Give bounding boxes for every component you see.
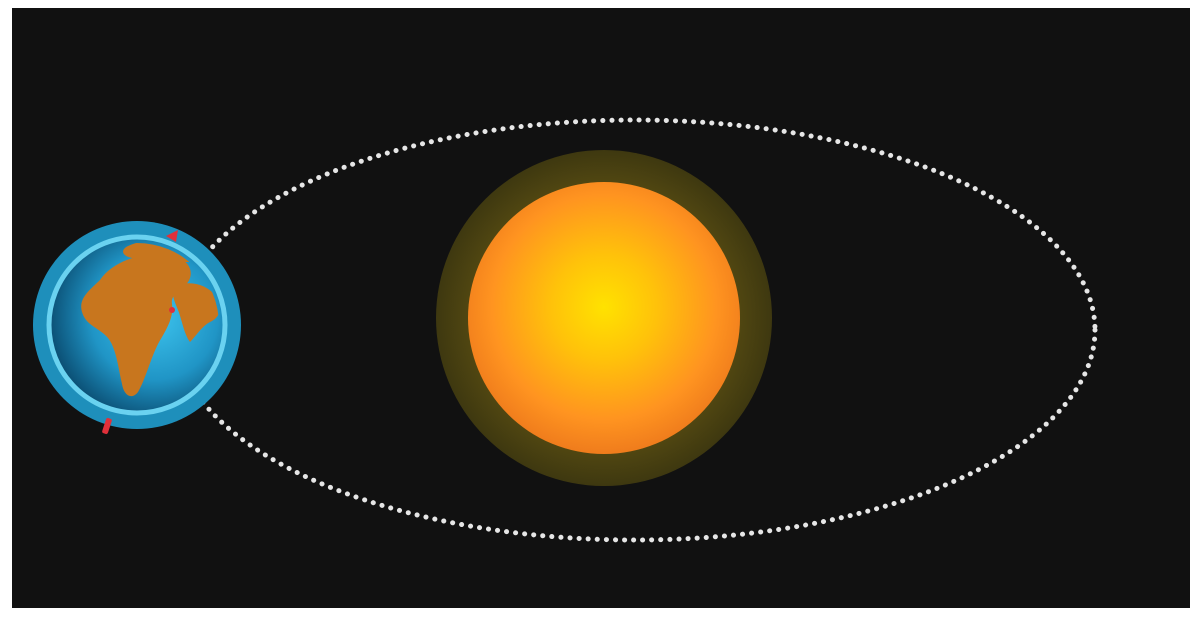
continent-africa — [81, 253, 191, 397]
earth-location-dot — [169, 307, 175, 313]
earth-ring — [46, 234, 228, 416]
orbit-path — [172, 117, 1098, 543]
axis-marker-top — [166, 230, 178, 242]
axis-marker-bottom — [102, 417, 112, 435]
sun-icon — [436, 150, 772, 486]
earth-globe-icon — [33, 221, 241, 435]
continent-asia — [172, 283, 219, 342]
sun-disc — [468, 182, 740, 454]
